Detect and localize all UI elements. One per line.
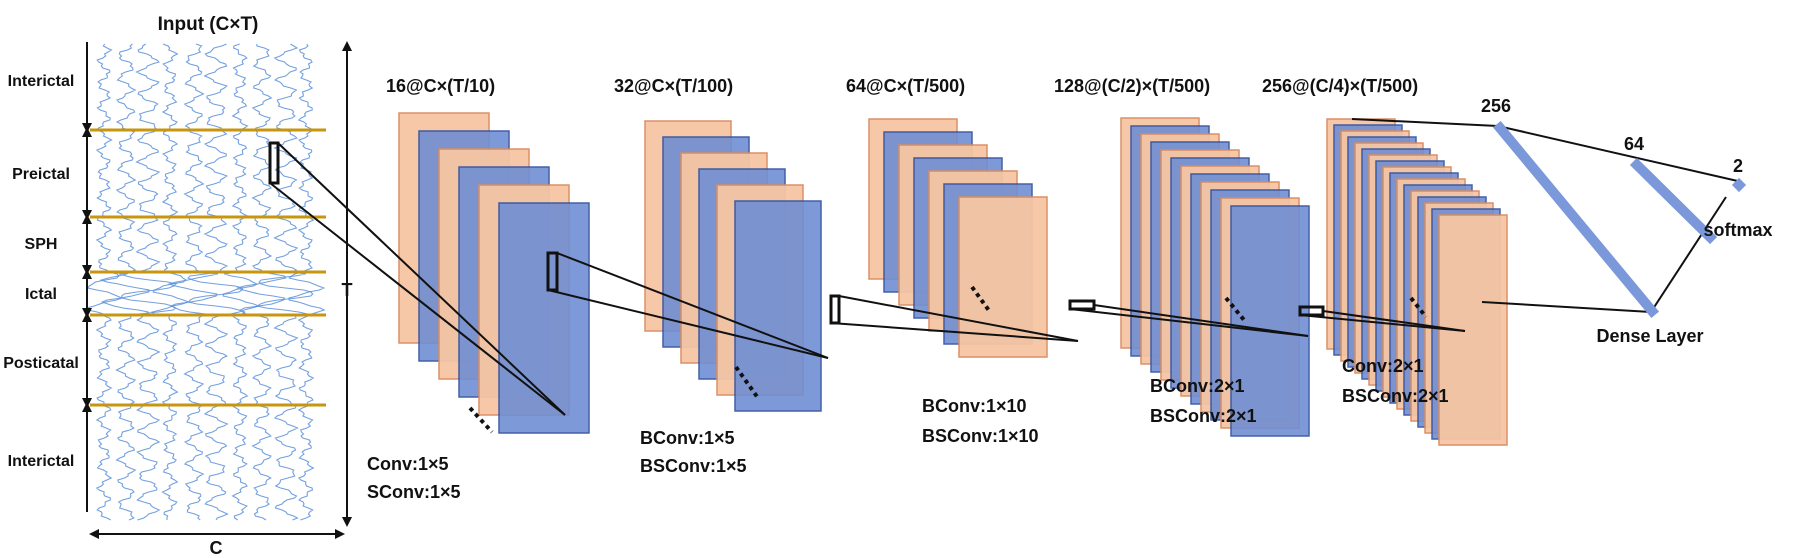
- eeg-channel-trace: [119, 43, 178, 521]
- projection-line: [830, 322, 1079, 342]
- op-label: BSConv:1×10: [922, 426, 1039, 446]
- projection-line: [1093, 304, 1309, 337]
- output-node: [1731, 177, 1747, 193]
- feature-map: [958, 196, 1048, 358]
- projection-line: [1069, 308, 1309, 337]
- t-axis-label: T: [342, 280, 353, 300]
- projection-line: [1322, 310, 1466, 332]
- feature-stack-1: [398, 112, 590, 434]
- segment-label-posticatal: Posticatal: [3, 355, 79, 372]
- projection-line: [556, 252, 829, 359]
- eeg-channel-trace: [288, 43, 326, 521]
- segment-labels: Interictal Preictal SPH Ictal Posticatal…: [3, 73, 79, 470]
- feature-map: [1230, 205, 1310, 437]
- op-label: BSConv:1×5: [640, 456, 747, 476]
- kernel-projections: [269, 142, 1466, 416]
- op-label: BConv:2×1: [1150, 376, 1245, 396]
- input-panel: Input (C×T) Interictal Preictal SPH Icta…: [3, 14, 352, 558]
- dense-connection-line: [1650, 196, 1727, 313]
- feature-stack-3: [868, 118, 1048, 358]
- projection-line: [277, 142, 566, 416]
- segment-label-interictal-1: Interictal: [8, 73, 75, 90]
- kernel-box: [1068, 299, 1096, 311]
- op-label: BConv:1×10: [922, 396, 1027, 416]
- dense-layer-label: Dense Layer: [1596, 326, 1703, 346]
- c-axis-label: C: [210, 538, 223, 558]
- segment-label-preictal: Preictal: [12, 166, 70, 183]
- op-label: SConv:1×5: [367, 482, 461, 502]
- ellipsis-icon: [970, 285, 992, 314]
- stage-label-3: 64@C×(T/500): [846, 76, 965, 96]
- input-title: Input (C×T): [158, 14, 259, 35]
- feature-stack-4: [1120, 117, 1310, 437]
- stage-label-4: 128@(C/2)×(T/500): [1054, 76, 1210, 96]
- operation-labels: Conv:1×5 SConv:1×5 BConv:1×5 BSConv:1×5 …: [367, 356, 1449, 502]
- eeg-channel-trace: [255, 43, 314, 521]
- stage-label-5: 256@(C/4)×(T/500): [1262, 76, 1418, 96]
- op-label: Conv:2×1: [1342, 356, 1424, 376]
- kernel-box: [546, 251, 559, 292]
- eeg-channel-trace: [151, 43, 190, 521]
- projection-line: [838, 295, 1079, 342]
- dense-connection-line: [1351, 118, 1499, 127]
- feature-map-stacks: [398, 112, 1508, 446]
- ellipsis-icon: [734, 365, 760, 400]
- segment-label-sph: SPH: [25, 236, 58, 253]
- op-label: BConv:1×5: [640, 428, 735, 448]
- eeg-channel-trace: [187, 43, 246, 521]
- eeg-channel-trace: [99, 43, 150, 521]
- dense-connections: [1351, 118, 1743, 313]
- projection-line: [269, 182, 566, 416]
- projection-line: [1299, 314, 1466, 332]
- dense-connection-line: [1481, 301, 1652, 313]
- stage-labels: 16@C×(T/10) 32@C×(T/100) 64@C×(T/500) 12…: [386, 76, 1418, 96]
- op-label: Conv:1×5: [367, 454, 449, 474]
- stage-label-2: 32@C×(T/100): [614, 76, 733, 96]
- dense-connection-line: [1497, 125, 1743, 183]
- ellipsis-icon: [468, 406, 494, 434]
- segment-separators: [90, 128, 326, 407]
- dense-block: 256 64 2 softmax Dense Layer: [1351, 96, 1773, 346]
- op-label: BSConv:2×1: [1342, 386, 1449, 406]
- input-receptive-field: [268, 141, 280, 185]
- stage-label-1: 16@C×(T/10): [386, 76, 495, 96]
- feature-stack-2: [644, 120, 822, 412]
- softmax-label: softmax: [1703, 220, 1772, 240]
- op-label: BSConv:2×1: [1150, 406, 1257, 426]
- dense-size-2: 2: [1733, 156, 1743, 176]
- segment-label-interictal-2: Interictal: [8, 453, 75, 470]
- eeg-channel-trace: [85, 43, 124, 521]
- eeg-channel-trace: [167, 43, 219, 521]
- segment-label-ictal: Ictal: [25, 286, 57, 303]
- dense-layer-64-bar: [1629, 157, 1718, 245]
- kernel-box: [829, 294, 841, 325]
- eeg-signal-traces: [85, 43, 326, 521]
- dense-size-64: 64: [1624, 134, 1644, 154]
- eeg-channel-trace: [235, 43, 287, 521]
- eeg-channel-trace: [222, 43, 260, 521]
- dense-layer-256-bar: [1492, 120, 1660, 319]
- ellipsis-marks: [468, 285, 1428, 434]
- dense-size-256: 256: [1481, 96, 1511, 116]
- feature-map: [734, 200, 822, 412]
- feature-stack-5: [1326, 118, 1508, 446]
- projection-line: [547, 289, 829, 359]
